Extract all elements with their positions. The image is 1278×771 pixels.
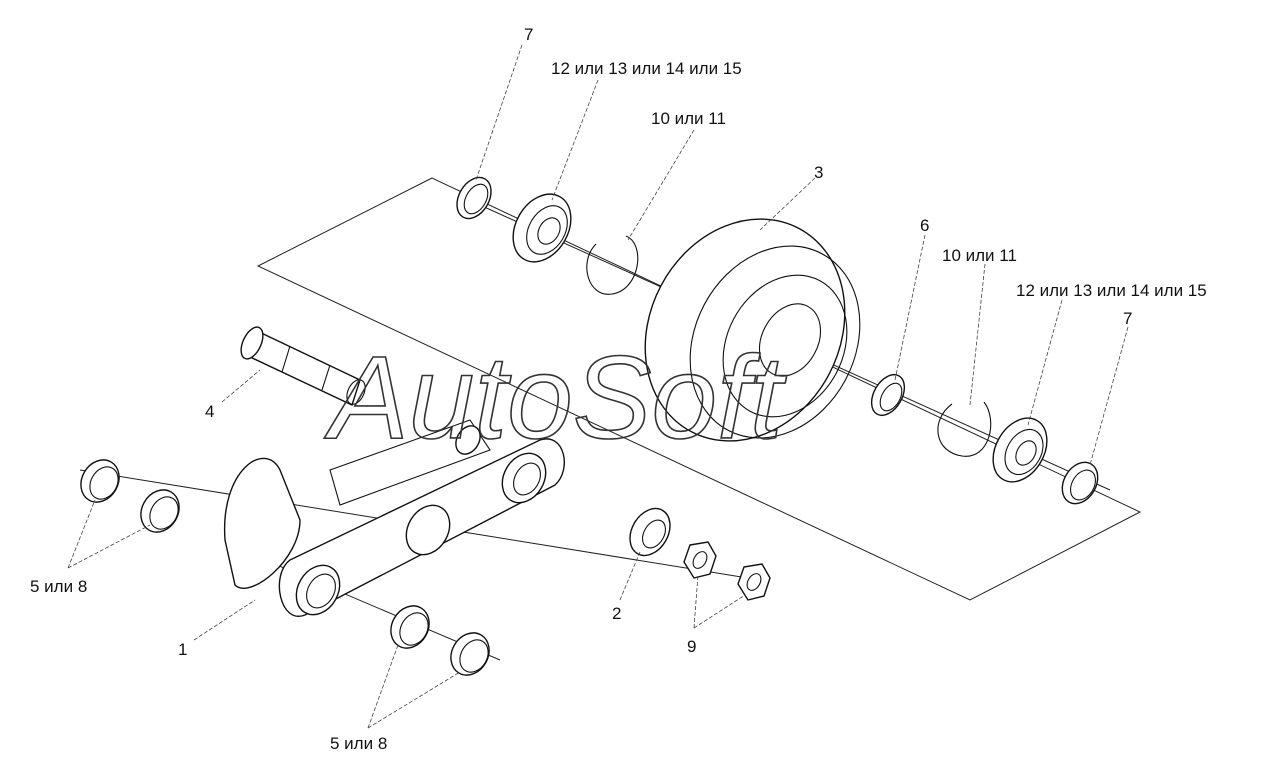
part-9-nut-a <box>683 541 717 579</box>
label-6: 6 <box>920 216 929 235</box>
part-9-nut-b <box>737 563 771 601</box>
leader-3 <box>759 177 816 231</box>
part-10-right-snap-ring <box>937 401 992 457</box>
label-1: 1 <box>178 640 187 659</box>
label-4: 4 <box>205 402 214 421</box>
part-5-left-bushing-b <box>140 489 180 533</box>
leader-12-top <box>551 79 599 201</box>
label-12-right: 12 или 13 или 14 или 15 <box>1016 281 1207 300</box>
label-10-right: 10 или 11 <box>942 246 1017 265</box>
label-9: 9 <box>687 637 696 656</box>
leader-5-bottom-b <box>367 671 461 729</box>
leader-5-bottom-a <box>367 644 399 729</box>
label-2: 2 <box>612 604 621 623</box>
leader-9-a <box>693 574 699 629</box>
label-12-top: 12 или 13 или 14 или 15 <box>551 59 742 78</box>
leader-10-top <box>627 129 695 241</box>
leader-7-right <box>1089 326 1129 466</box>
part-7-right-ring <box>1061 461 1099 505</box>
label-5-left: 5 или 8 <box>30 577 87 596</box>
leader-5-left-b <box>67 524 151 569</box>
label-5-bottom: 5 или 8 <box>330 734 387 753</box>
label-10-top: 10 или 11 <box>651 109 726 128</box>
part-4-axle-shaft <box>240 326 366 406</box>
leader-5-left-a <box>67 499 96 569</box>
part-7-top-ring <box>456 176 492 220</box>
part-10-top-snap-ring <box>586 235 639 295</box>
label-3: 3 <box>814 163 823 182</box>
assembly-plane-outline <box>256 177 1142 601</box>
part-6-ring <box>870 374 906 416</box>
leader-9-b <box>693 594 746 629</box>
watermark-text: AutoSoft <box>324 332 787 464</box>
leader-12-right <box>1027 299 1063 426</box>
leader-6 <box>894 234 926 381</box>
part-2-washer <box>629 507 671 557</box>
part-5-bottom-bushing-b <box>450 632 490 676</box>
label-7-top: 7 <box>524 25 533 44</box>
part-3-wheel <box>644 218 861 442</box>
leader-4 <box>221 369 261 403</box>
leader-7-top <box>475 44 523 181</box>
part-12-top-bearing <box>512 193 572 263</box>
part-5-bottom-bushing-a <box>390 605 430 649</box>
leader-10-right <box>969 263 986 406</box>
part-1-lever-frame <box>223 419 565 617</box>
part-12-right-bearing <box>992 417 1048 483</box>
leader-2 <box>619 551 641 601</box>
part-5-left-bushing-a <box>80 459 120 503</box>
leader-1 <box>193 599 256 641</box>
label-7-right: 7 <box>1123 309 1132 328</box>
